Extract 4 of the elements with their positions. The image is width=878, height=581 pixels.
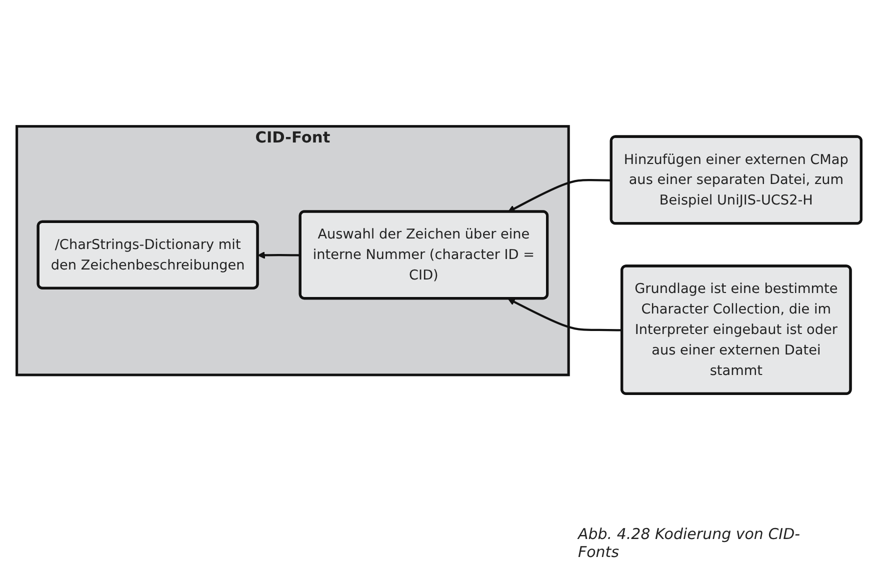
arrow [508,298,622,332]
figure-caption: Abb. 4.28 Kodierung von CID-Fonts [578,525,802,561]
arrow [508,178,612,212]
arrow [258,251,301,259]
